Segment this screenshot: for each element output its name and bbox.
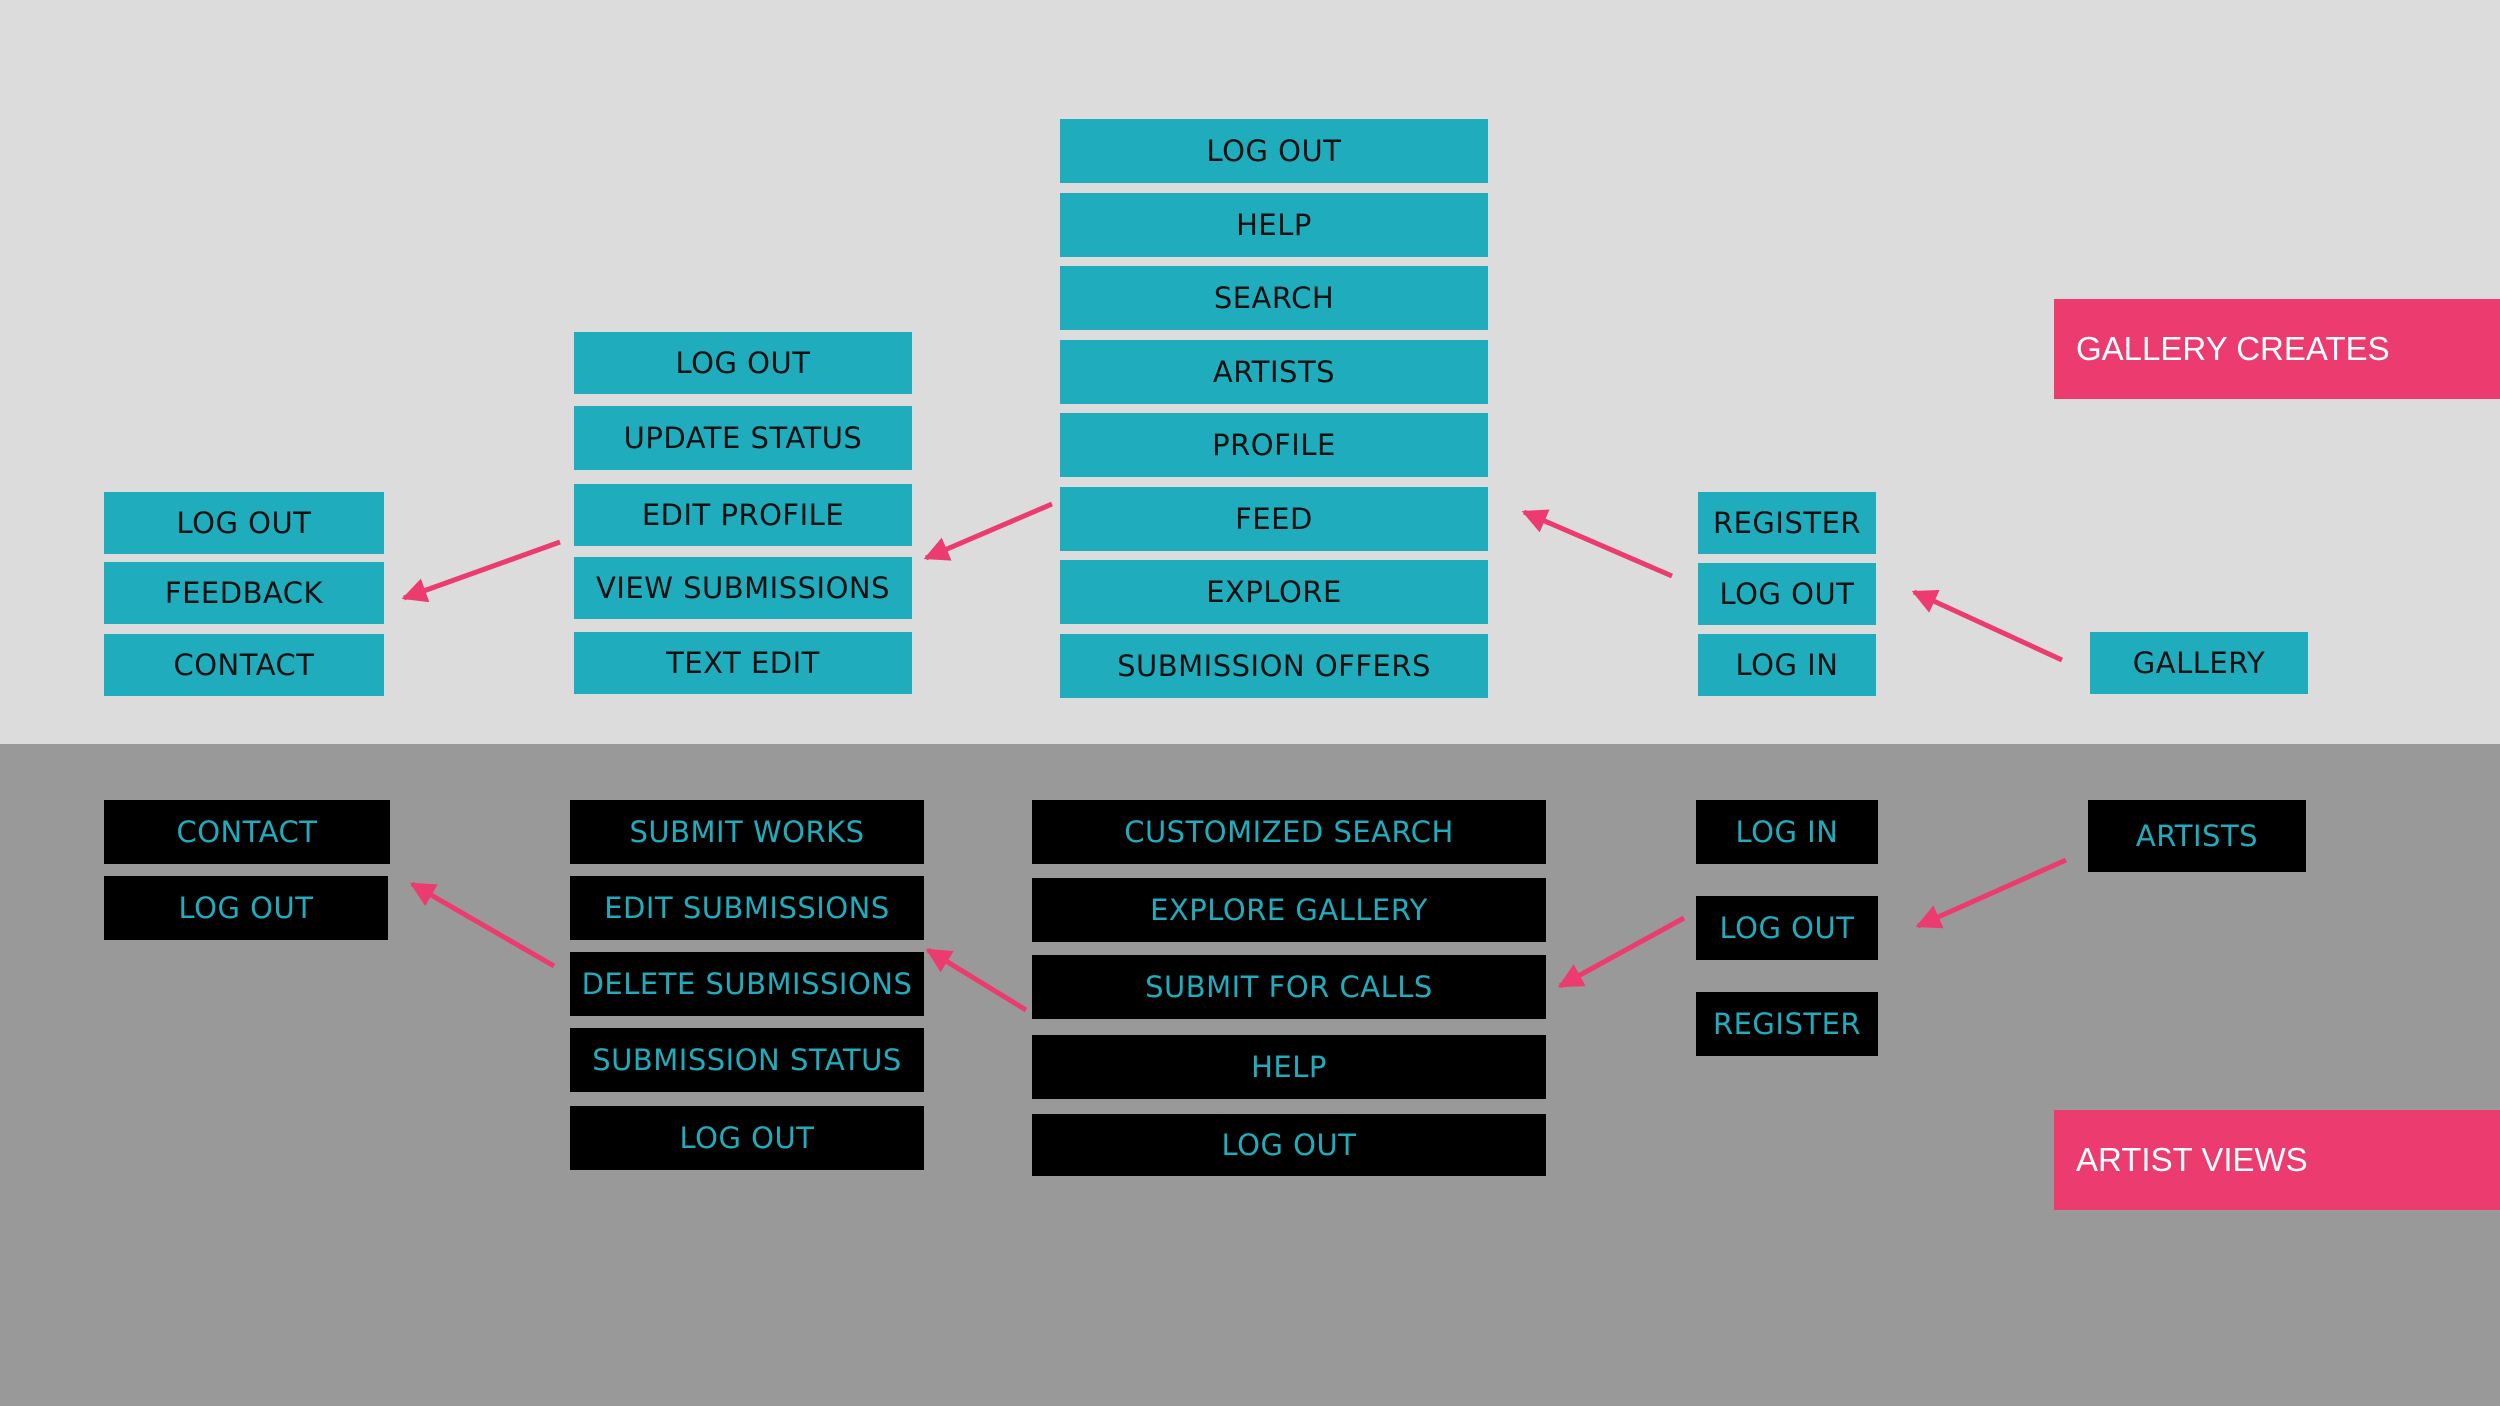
gallery-explore-button[interactable]: EXPLORE — [1060, 560, 1488, 624]
artist-submissions-logout-button[interactable]: LOG OUT — [570, 1106, 924, 1170]
artist-customized-search-button[interactable]: CUSTOMIZED SEARCH — [1032, 800, 1546, 864]
artist-register-button[interactable]: REGISTER — [1696, 992, 1878, 1056]
gallery-edit-profile-button[interactable]: EDIT PROFILE — [574, 484, 912, 546]
artist-logout-button[interactable]: LOG OUT — [1696, 896, 1878, 960]
gallery-search-button[interactable]: SEARCH — [1060, 266, 1488, 330]
gallery-logout-button[interactable]: LOG OUT — [1698, 563, 1876, 625]
artist-submit-for-calls-button[interactable]: SUBMIT FOR CALLS — [1032, 955, 1546, 1019]
gallery-update-status-button[interactable]: UPDATE STATUS — [574, 406, 912, 470]
artist-submission-status-button[interactable]: SUBMISSION STATUS — [570, 1028, 924, 1092]
gallery-feedback-button[interactable]: FEEDBACK — [104, 562, 384, 624]
artist-submit-works-button[interactable]: SUBMIT WORKS — [570, 800, 924, 864]
gallery-artists-button[interactable]: ARTISTS — [1060, 340, 1488, 404]
artist-explore-gallery-button[interactable]: EXPLORE GALLERY — [1032, 878, 1546, 942]
artist-support-logout-button[interactable]: LOG OUT — [104, 876, 388, 940]
gallery-contact-button[interactable]: CONTACT — [104, 634, 384, 696]
gallery-submission-offers-button[interactable]: SUBMISSION OFFERS — [1060, 634, 1488, 698]
artist-delete-submissions-button[interactable]: DELETE SUBMISSIONS — [570, 952, 924, 1016]
gallery-register-button[interactable]: REGISTER — [1698, 492, 1876, 554]
artist-help-button[interactable]: HELP — [1032, 1035, 1546, 1099]
gallery-text-edit-button[interactable]: TEXT EDIT — [574, 632, 912, 694]
gallery-main-logout-button[interactable]: LOG OUT — [1060, 119, 1488, 183]
gallery-profile-button[interactable]: PROFILE — [1060, 413, 1488, 477]
artist-views-tag: ARTIST VIEWS — [2054, 1110, 2500, 1210]
gallery-creates-tag: GALLERY CREATES — [2054, 299, 2500, 399]
gallery-login-button[interactable]: LOG IN — [1698, 634, 1876, 696]
artist-contact-button[interactable]: CONTACT — [104, 800, 390, 864]
gallery-profile-logout-button[interactable]: LOG OUT — [574, 332, 912, 394]
gallery-entry-button[interactable]: GALLERY — [2090, 632, 2308, 694]
artist-login-button[interactable]: LOG IN — [1696, 800, 1878, 864]
gallery-view-submissions-button[interactable]: VIEW SUBMISSIONS — [574, 557, 912, 619]
artist-main-logout-button[interactable]: LOG OUT — [1032, 1114, 1546, 1176]
artist-entry-button[interactable]: ARTISTS — [2088, 800, 2306, 872]
gallery-feed-button[interactable]: FEED — [1060, 487, 1488, 551]
artist-edit-submissions-button[interactable]: EDIT SUBMISSIONS — [570, 876, 924, 940]
gallery-support-logout-button[interactable]: LOG OUT — [104, 492, 384, 554]
gallery-help-button[interactable]: HELP — [1060, 193, 1488, 257]
